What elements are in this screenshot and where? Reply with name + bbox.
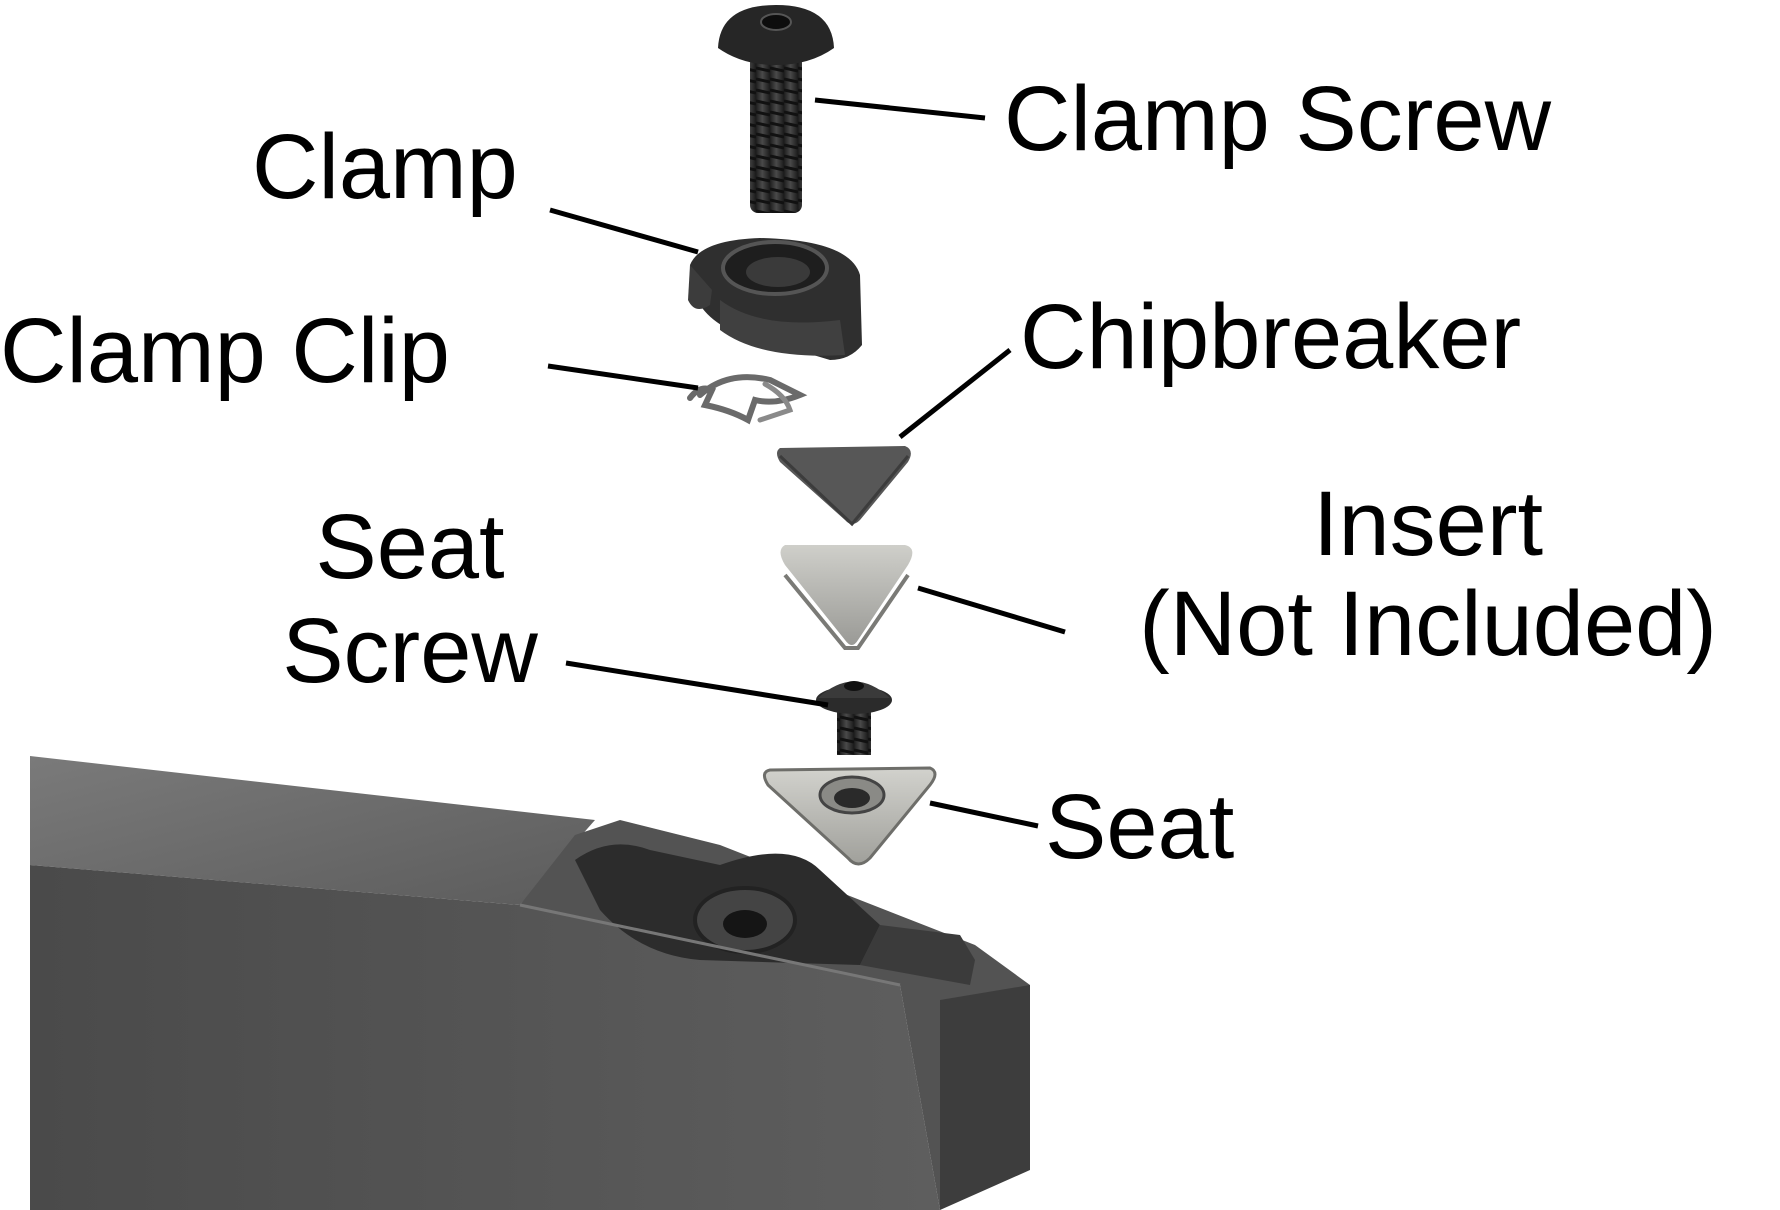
clamp-clip-part (687, 374, 808, 425)
seat-screw-torx-recess (844, 681, 864, 691)
clamp-bore-inner (746, 257, 810, 287)
label-clamp-screw: Clamp Screw (1004, 68, 1552, 170)
label-chipbreaker: Chipbreaker (1020, 286, 1521, 388)
clamp-screw-shank (750, 55, 802, 213)
part-labels: Clamp Screw Clamp Clamp Clip Chipbreaker… (0, 68, 1717, 878)
tool-holder-pocket-wall (860, 925, 975, 985)
label-insert-line1: Insert (1313, 473, 1543, 575)
chipbreaker-edge (778, 454, 910, 527)
clamp-screw-hex-recess (760, 13, 792, 31)
label-seat-screw-line1: Seat (315, 496, 504, 598)
tool-holder-end-face (940, 985, 1030, 1210)
clamp-front-face (720, 300, 845, 356)
clamp-screw-part (718, 5, 834, 213)
leader-lines (547, 97, 1066, 829)
leader-chipbreaker (898, 348, 1012, 439)
label-clamp: Clamp (252, 116, 518, 218)
seat-part (763, 766, 937, 866)
chipbreaker-part (777, 446, 911, 527)
insert-edge (783, 573, 910, 650)
tool-holder-top-face (30, 756, 595, 905)
leader-clamp-screw (814, 97, 986, 121)
seat-body (763, 766, 937, 866)
label-seat-screw-line2: Screw (282, 600, 538, 702)
label-seat: Seat (1045, 776, 1234, 878)
tool-holder (30, 756, 1030, 1210)
clamp-clip-wire-inner (757, 381, 794, 423)
chipbreaker-body (777, 446, 911, 524)
seat-screw-part (816, 681, 892, 755)
clamp-lip (688, 265, 712, 309)
leader-insert (917, 585, 1066, 635)
leader-clamp (549, 207, 699, 255)
clamp-clip-wire (687, 374, 808, 425)
insert-part (780, 545, 913, 650)
clamp-part (688, 238, 862, 360)
insert-body (780, 545, 913, 645)
label-clamp-clip: Clamp Clip (0, 300, 450, 402)
clamp-screw-head (718, 5, 834, 65)
leader-clamp-clip (547, 363, 699, 391)
leader-seat-screw (565, 660, 829, 708)
tool-holder-edge (519, 903, 901, 987)
seat-center-hole-inner (834, 788, 870, 808)
tool-holder-seat-hole-inner (723, 910, 767, 938)
label-insert-line2: (Not Included) (1139, 573, 1717, 675)
leader-seat (929, 800, 1039, 829)
